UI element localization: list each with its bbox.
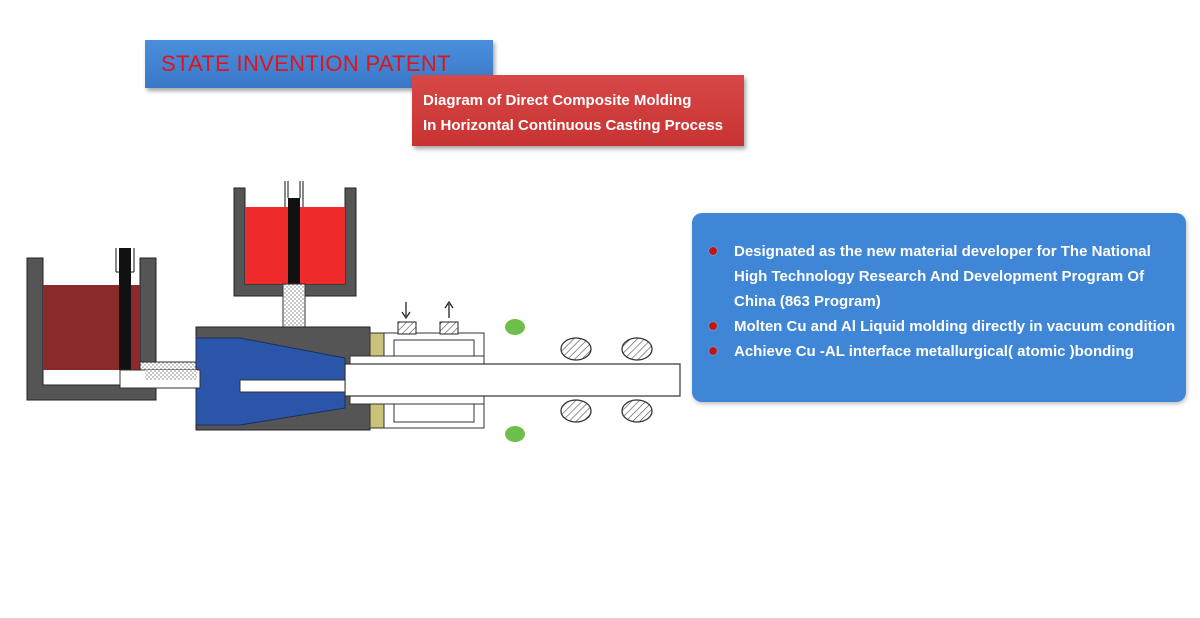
bullet-icon <box>709 247 717 255</box>
cooling-marker-bottom <box>505 426 525 442</box>
copper-stopper-rod <box>115 248 135 370</box>
cooling-sleeve <box>349 332 485 429</box>
diagram-title-line-1: Diagram of Direct Composite Molding <box>423 92 692 109</box>
casting-process-diagram <box>26 181 681 442</box>
aluminium-stopper-rod <box>284 181 304 284</box>
composite-rod <box>344 363 681 397</box>
diagram-title-line-2: In Horizontal Continuous Casting Process <box>423 117 724 134</box>
feature-item: Achieve Cu -AL interface metallurgical( … <box>709 339 1180 364</box>
bullet-icon <box>709 322 717 330</box>
feature-item: Molten Cu and Al Liquid molding directly… <box>709 314 1180 339</box>
feature-list: Designated as the new material developer… <box>709 239 1180 364</box>
feature-text: Achieve Cu -AL interface metallurgical( … <box>734 343 1134 360</box>
info-panel: Designated as the new material developer… <box>692 213 1186 402</box>
water-inlet-arrow-icon <box>397 302 417 335</box>
feature-text: Designated as the new material developer… <box>734 243 1151 310</box>
patent-title: STATE INVENTION PATENT <box>161 51 451 76</box>
traction-rollers <box>560 337 653 423</box>
bullet-icon <box>709 347 717 355</box>
feature-text: Molten Cu and Al Liquid molding directly… <box>734 318 1176 335</box>
diagram-title-banner: Diagram of Direct Composite Molding In H… <box>412 75 744 146</box>
cooling-marker-top <box>505 319 525 335</box>
water-outlet-arrow-icon <box>439 300 459 335</box>
patent-title-banner: STATE INVENTION PATENT <box>145 40 493 88</box>
feature-item: Designated as the new material developer… <box>709 239 1180 314</box>
